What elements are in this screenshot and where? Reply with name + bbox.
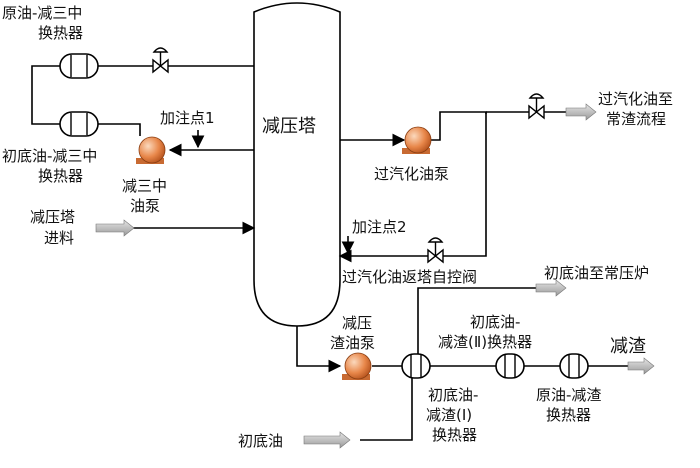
residue-out-label: 减渣 xyxy=(610,336,646,357)
feed-label-2: 进料 xyxy=(44,229,74,247)
hx-crude-res xyxy=(559,353,589,379)
vacuum-tower: 减压塔 xyxy=(253,2,341,327)
hx-crude-res-label-1: 原油-减渣 xyxy=(536,386,601,404)
hx-init-l3 xyxy=(59,111,99,137)
hx-init-res1 xyxy=(401,353,431,379)
pump-residue-label-2: 渣油泵 xyxy=(330,334,375,352)
return-control-valve xyxy=(427,237,444,264)
tower-label: 减压塔 xyxy=(262,116,316,137)
hx-init-res2-label-2: 减渣(Ⅱ)换热器 xyxy=(438,333,532,351)
valve-overflash-outlet xyxy=(528,93,545,120)
hx-crude-res-label-2: 换热器 xyxy=(546,406,591,424)
overflash-circuit xyxy=(338,111,568,263)
pumparound-loop xyxy=(31,65,254,157)
feed-line xyxy=(95,219,256,237)
hx-init-res1-label-1: 初底油- xyxy=(428,386,478,404)
valve-top-line xyxy=(152,47,169,74)
inject-point-1-label: 加注点1 xyxy=(160,109,215,127)
feed-label-1: 减压塔 xyxy=(30,208,75,226)
pump-overflash-icon xyxy=(402,126,432,154)
to-atm-residue-label-2: 常渣流程 xyxy=(606,110,666,128)
inject-point-2-label: 加注点2 xyxy=(352,218,407,236)
init-to-furnace-label: 初底油至常压炉 xyxy=(544,264,649,282)
init-oil-in-label: 初底油 xyxy=(238,432,283,450)
hx-init-l3-label-2: 换热器 xyxy=(38,167,83,185)
hx-crude-l3-label-2: 换热器 xyxy=(38,24,83,42)
pump-overflash-label: 过汽化油泵 xyxy=(374,165,449,183)
residue-circuit xyxy=(296,287,630,441)
hx-init-res1-label-2: 减渣(Ⅰ) xyxy=(426,406,472,424)
pump-l3-label-2: 油泵 xyxy=(130,197,160,215)
pump-l3-label-1: 减三中 xyxy=(122,177,167,195)
hx-crude-l3-label-1: 原油-减三中 xyxy=(2,4,82,22)
to-atm-residue-label-1: 过汽化油至 xyxy=(598,90,673,108)
return-valve-label: 过汽化油返塔自控阀 xyxy=(342,268,477,286)
pump-l3-icon xyxy=(136,136,166,164)
pump-residue-label-1: 减压 xyxy=(342,314,372,332)
hx-crude-l3 xyxy=(59,53,99,79)
hx-init-res2-label-1: 初底油- xyxy=(470,313,520,331)
hx-init-res1-label-3: 换热器 xyxy=(432,426,477,444)
hx-init-res2 xyxy=(495,353,525,379)
hx-init-l3-label-1: 初底油-减三中 xyxy=(2,147,97,165)
pump-residue-icon xyxy=(342,352,372,380)
